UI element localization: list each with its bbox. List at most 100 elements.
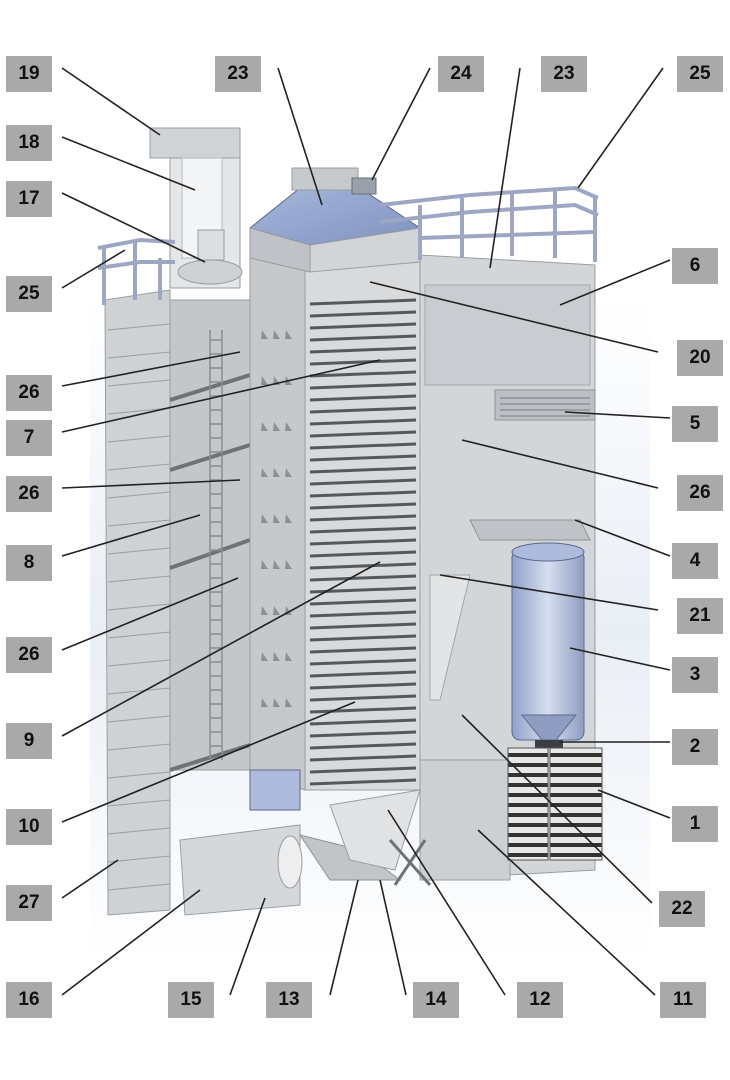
louver-slat bbox=[309, 322, 417, 330]
callout-leader-line bbox=[461, 714, 653, 904]
louver-slat bbox=[309, 538, 417, 546]
air-duct-triangle bbox=[261, 606, 268, 615]
callout-leader-line bbox=[61, 67, 161, 136]
wall-panel-seam bbox=[107, 687, 171, 695]
callout-leader-line bbox=[369, 281, 659, 353]
louver-slat bbox=[309, 622, 417, 630]
callout-25-top-right-label: 25 bbox=[677, 56, 723, 92]
louver-slat bbox=[309, 730, 417, 738]
callout-leader-line bbox=[387, 809, 506, 996]
callout-leader-line bbox=[329, 879, 359, 996]
wall-panel-seam bbox=[107, 771, 171, 779]
air-duct-triangle bbox=[285, 560, 292, 569]
callout-leader-line bbox=[439, 574, 659, 611]
callout-13-label: 13 bbox=[266, 982, 312, 1018]
wall-panel-seam bbox=[107, 603, 171, 611]
louver-slat bbox=[309, 514, 417, 522]
air-duct-triangle bbox=[273, 698, 280, 707]
callout-17-label: 17 bbox=[6, 181, 52, 217]
louver-slat bbox=[309, 550, 417, 558]
air-duct-triangle bbox=[261, 652, 268, 661]
callout-leader-line bbox=[61, 351, 241, 387]
air-duct-triangle bbox=[285, 330, 292, 339]
callout-leader-line bbox=[61, 192, 206, 263]
callout-leader-line bbox=[61, 136, 196, 191]
louver-slat bbox=[309, 298, 417, 306]
left-interior-section bbox=[169, 299, 251, 772]
louver-slat bbox=[309, 526, 417, 534]
callout-leader-line bbox=[61, 577, 239, 651]
callout-leader-line bbox=[379, 879, 407, 996]
left-outer-wall bbox=[104, 289, 171, 916]
louver-slat bbox=[309, 682, 417, 690]
wall-panel-seam bbox=[107, 631, 171, 639]
louver-slat bbox=[309, 706, 417, 714]
bottom-discharge-section bbox=[179, 769, 432, 916]
air-duct-triangle bbox=[285, 652, 292, 661]
callout-26-lower-left-label: 26 bbox=[6, 637, 52, 673]
air-duct-triangle bbox=[285, 514, 292, 523]
air-duct-triangle bbox=[273, 514, 280, 523]
air-duct-triangle bbox=[285, 468, 292, 477]
louver-slat bbox=[309, 646, 417, 654]
wall-panel-seam bbox=[107, 323, 171, 331]
callout-leader-line bbox=[61, 561, 381, 737]
louver-slat bbox=[309, 454, 417, 462]
wall-panel-seam bbox=[107, 659, 171, 667]
air-duct-triangle bbox=[273, 468, 280, 477]
callout-25-left-label: 25 bbox=[6, 276, 52, 312]
main-dryer-column bbox=[249, 254, 421, 791]
wall-panel-seam bbox=[107, 463, 171, 471]
callout-3-label: 3 bbox=[672, 657, 718, 693]
heat-exchanger-grille-right bbox=[549, 747, 603, 861]
wall-panel-seam bbox=[107, 883, 171, 891]
callout-leader-line bbox=[489, 67, 521, 269]
top-railing bbox=[379, 185, 599, 262]
louver-slat bbox=[309, 766, 417, 774]
louver-slat bbox=[309, 418, 417, 426]
callout-21-label: 21 bbox=[677, 598, 723, 634]
louver-slat bbox=[309, 334, 417, 342]
wall-panel-seam bbox=[107, 435, 171, 443]
wall-panel-seam bbox=[107, 799, 171, 807]
callout-leader-line bbox=[371, 67, 431, 181]
louver-slat bbox=[309, 310, 417, 318]
louver-slat bbox=[309, 442, 417, 450]
callout-26-mid-left-label: 26 bbox=[6, 476, 52, 512]
callout-1-label: 1 bbox=[672, 806, 718, 842]
top-roof-hopper bbox=[248, 167, 422, 273]
callout-leader-line bbox=[569, 647, 671, 671]
air-duct-triangle bbox=[273, 652, 280, 661]
louver-slat bbox=[309, 598, 417, 606]
air-duct-triangle bbox=[261, 376, 268, 385]
air-duct-triangle bbox=[261, 560, 268, 569]
wall-panel-seam bbox=[107, 827, 171, 835]
callout-16-label: 16 bbox=[6, 982, 52, 1018]
louver-slat bbox=[309, 490, 417, 498]
callout-leader-line bbox=[277, 67, 323, 206]
louver-slat bbox=[309, 694, 417, 702]
callout-22-label: 22 bbox=[659, 891, 705, 927]
wall-panel-seam bbox=[107, 351, 171, 359]
louver-slat bbox=[309, 658, 417, 666]
callout-19-label: 19 bbox=[6, 56, 52, 92]
air-duct-triangle bbox=[285, 698, 292, 707]
callout-15-label: 15 bbox=[168, 982, 214, 1018]
louver-slat bbox=[309, 406, 417, 414]
louver-slat bbox=[309, 346, 417, 354]
louver-slat bbox=[309, 358, 417, 366]
louver-slat bbox=[309, 754, 417, 762]
louver-slat bbox=[309, 382, 417, 390]
wall-panel-seam bbox=[107, 743, 171, 751]
louver-slat bbox=[309, 370, 417, 378]
callout-leader-line bbox=[229, 897, 266, 996]
louver-slat bbox=[309, 394, 417, 402]
louver-slat bbox=[309, 574, 417, 582]
callout-2-label: 2 bbox=[672, 729, 718, 765]
callout-18-label: 18 bbox=[6, 125, 52, 161]
wall-panel-seam bbox=[107, 715, 171, 723]
callout-23-top-left-label: 23 bbox=[215, 56, 261, 92]
louver-slat bbox=[309, 742, 417, 750]
